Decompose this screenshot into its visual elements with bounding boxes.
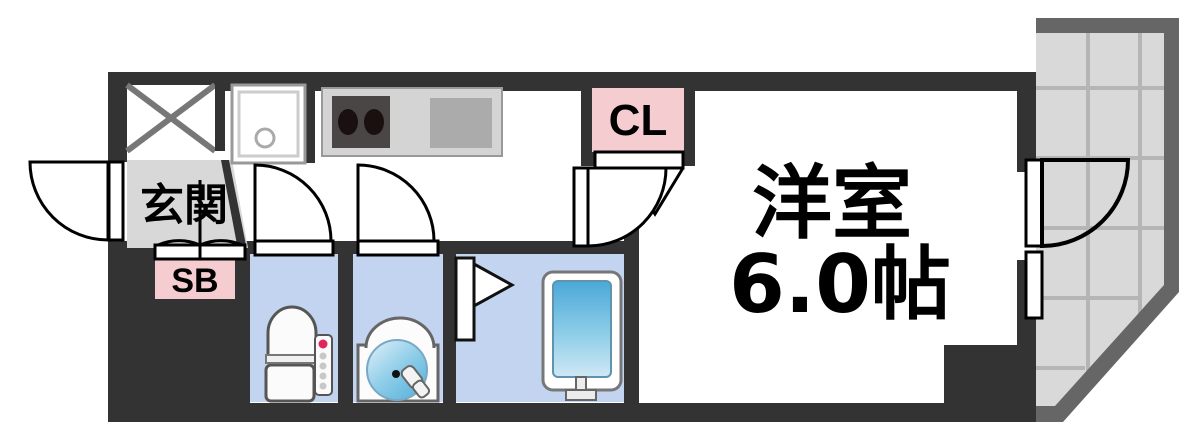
toilet-panel-button-icon bbox=[319, 362, 327, 370]
balcony-door-panel-lower bbox=[1024, 250, 1044, 320]
vanity-back bbox=[364, 316, 436, 349]
entrance-door-panel bbox=[107, 160, 125, 242]
entrance-angled-wall bbox=[221, 160, 247, 250]
wall-closet-right bbox=[681, 85, 695, 165]
closet-group: CL bbox=[592, 88, 685, 217]
toilet-door bbox=[253, 163, 335, 257]
main-room-name: 洋室 bbox=[752, 157, 912, 250]
bathtub-faucet-base-icon bbox=[565, 389, 597, 401]
toilet-seat-line bbox=[265, 354, 317, 364]
wall-partition-bath-right bbox=[624, 241, 639, 409]
entrance-area bbox=[127, 160, 248, 250]
counter-prep-area bbox=[430, 98, 492, 148]
balcony-door bbox=[1024, 158, 1131, 320]
wall-partition-toilet-right bbox=[338, 241, 353, 409]
bath-door-swing-icon bbox=[472, 261, 516, 309]
shoebox-door-panel-left bbox=[153, 243, 202, 261]
wall-kitchen-nub bbox=[306, 85, 315, 163]
bath-door-panel bbox=[454, 256, 476, 342]
stove-burner-icon bbox=[364, 109, 384, 135]
toilet-door-swing-icon bbox=[253, 163, 333, 243]
toilet-door-panel bbox=[253, 239, 335, 257]
meter-box-edge bbox=[215, 85, 225, 151]
meter-box-cross-icon bbox=[125, 82, 217, 154]
entrance-door-swing-icon bbox=[28, 160, 110, 242]
room-door bbox=[572, 166, 668, 248]
entrance-door bbox=[28, 160, 125, 242]
balcony-area bbox=[1036, 18, 1179, 422]
wall-bottom bbox=[108, 403, 1020, 422]
closet-label: CL bbox=[609, 96, 668, 145]
bathtub-water bbox=[552, 280, 612, 378]
entrance-floor bbox=[127, 160, 248, 248]
door-swings bbox=[28, 158, 1131, 320]
shoebox-label: SB bbox=[171, 262, 218, 300]
washbasin-faucet-icon bbox=[400, 365, 431, 399]
meter-box bbox=[125, 82, 225, 154]
washbasin-drain-icon bbox=[392, 370, 400, 378]
shoebox-doors bbox=[153, 180, 247, 261]
wall-closet-left bbox=[581, 85, 595, 165]
balcony-door-swing-icon bbox=[1040, 158, 1131, 249]
washroom-door-panel bbox=[356, 239, 440, 257]
sink-drain-icon bbox=[254, 127, 276, 149]
washroom-door-swing-icon bbox=[356, 163, 436, 243]
main-room-size: 6.0帖 bbox=[729, 238, 951, 331]
kitchen-sink bbox=[230, 83, 307, 165]
main-room-label-group: 洋室 6.0帖 bbox=[729, 157, 951, 331]
stove-burner-icon bbox=[338, 109, 358, 135]
shoebox-door-panel-right bbox=[198, 243, 247, 261]
bathroom bbox=[454, 254, 624, 402]
shoebox-group: SB bbox=[155, 259, 235, 300]
toilet-tank bbox=[264, 363, 316, 403]
closet-tag-bg bbox=[592, 88, 684, 152]
room-door-panel bbox=[572, 166, 590, 248]
room-door-swing-icon bbox=[586, 166, 668, 248]
washroom-door bbox=[356, 163, 440, 257]
wall-top bbox=[108, 72, 1036, 91]
washroom bbox=[353, 254, 443, 403]
wall-partition-toilet-left bbox=[235, 241, 250, 409]
kitchen-counter-group bbox=[321, 87, 503, 157]
wall-partition-washroom-right bbox=[443, 252, 456, 409]
wall-left-upper bbox=[108, 72, 127, 162]
entrance-label: 玄関 bbox=[140, 180, 228, 231]
toilet-panel-button-icon bbox=[319, 372, 327, 380]
toilet-panel-button-icon bbox=[319, 382, 327, 390]
shoebox-door-swing-right-icon bbox=[199, 239, 243, 247]
toilet-bowl bbox=[266, 305, 318, 359]
wall-right-upper bbox=[1017, 72, 1036, 172]
toilet-panel-button-icon bbox=[319, 352, 327, 360]
closet-door-panel bbox=[593, 150, 685, 170]
balcony-outer-wall bbox=[1036, 18, 1179, 422]
shoebox-tag-bg bbox=[155, 259, 235, 299]
shoebox-door-swing-left-icon bbox=[157, 239, 201, 247]
toilet-panel-button-icon bbox=[318, 339, 328, 349]
toilet-room bbox=[250, 254, 338, 403]
balcony-door-panel-upper bbox=[1024, 158, 1044, 248]
wall-corner-block bbox=[944, 345, 1020, 405]
